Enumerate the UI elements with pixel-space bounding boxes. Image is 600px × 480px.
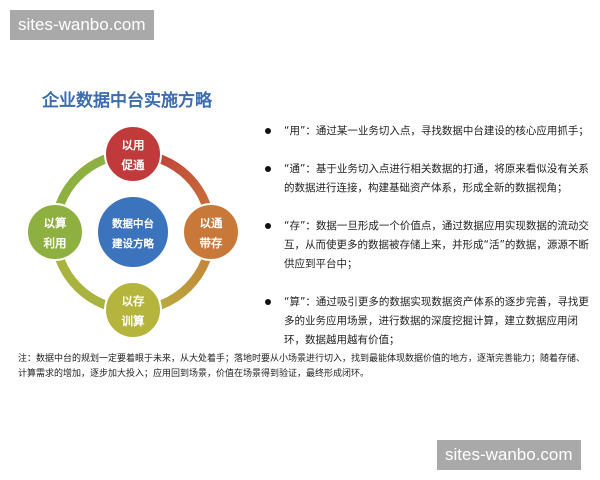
node-right-label: 带存 [200,236,223,250]
page-title: 企业数据中台实施方略 [42,91,212,111]
node-left-label: 利用 [43,236,67,250]
watermark-top: sites-wanbo.com [10,10,154,40]
node-center-label: 数据中台 [111,217,154,230]
footnote: 注：数据中台的规划一定要着眼于未来，从大处着手；落地时要从小场景进行切入，找到最… [18,354,586,379]
node-right [182,203,240,261]
node-left [26,203,84,261]
node-center [96,195,170,269]
bullet-item: “通”：基于业务切入点进行相关数据的打通，将原来看似没有关系的数据进行连接，构建… [262,160,592,198]
node-center-label: 建设方略 [111,237,154,250]
node-top-label: 促通 [121,158,145,172]
node-top [104,125,162,183]
node-right-label: 以通 [200,216,223,230]
bullet-item: “存”：数据一旦形成一个价值点，通过数据应用实现数据的流动交互，从而使更多的数据… [262,217,592,274]
node-bottom-label: 训算 [122,314,145,328]
bullet-list: “用”：通过某一业务切入点，寻找数据中台建设的核心应用抓手； “通”：基于业务切… [262,122,592,369]
bullet-item: “用”：通过某一业务切入点，寻找数据中台建设的核心应用抓手； [262,122,592,141]
node-bottom-label: 以存 [122,294,145,308]
node-bottom [104,281,162,339]
node-top-label: 以用 [122,138,145,152]
node-left-label: 以算 [44,216,67,230]
watermark-bottom: sites-wanbo.com [437,440,581,470]
bullet-item: “算”：通过吸引更多的数据实现数据资产体系的逐步完善，寻找更多的业务应用场景，进… [262,293,592,350]
